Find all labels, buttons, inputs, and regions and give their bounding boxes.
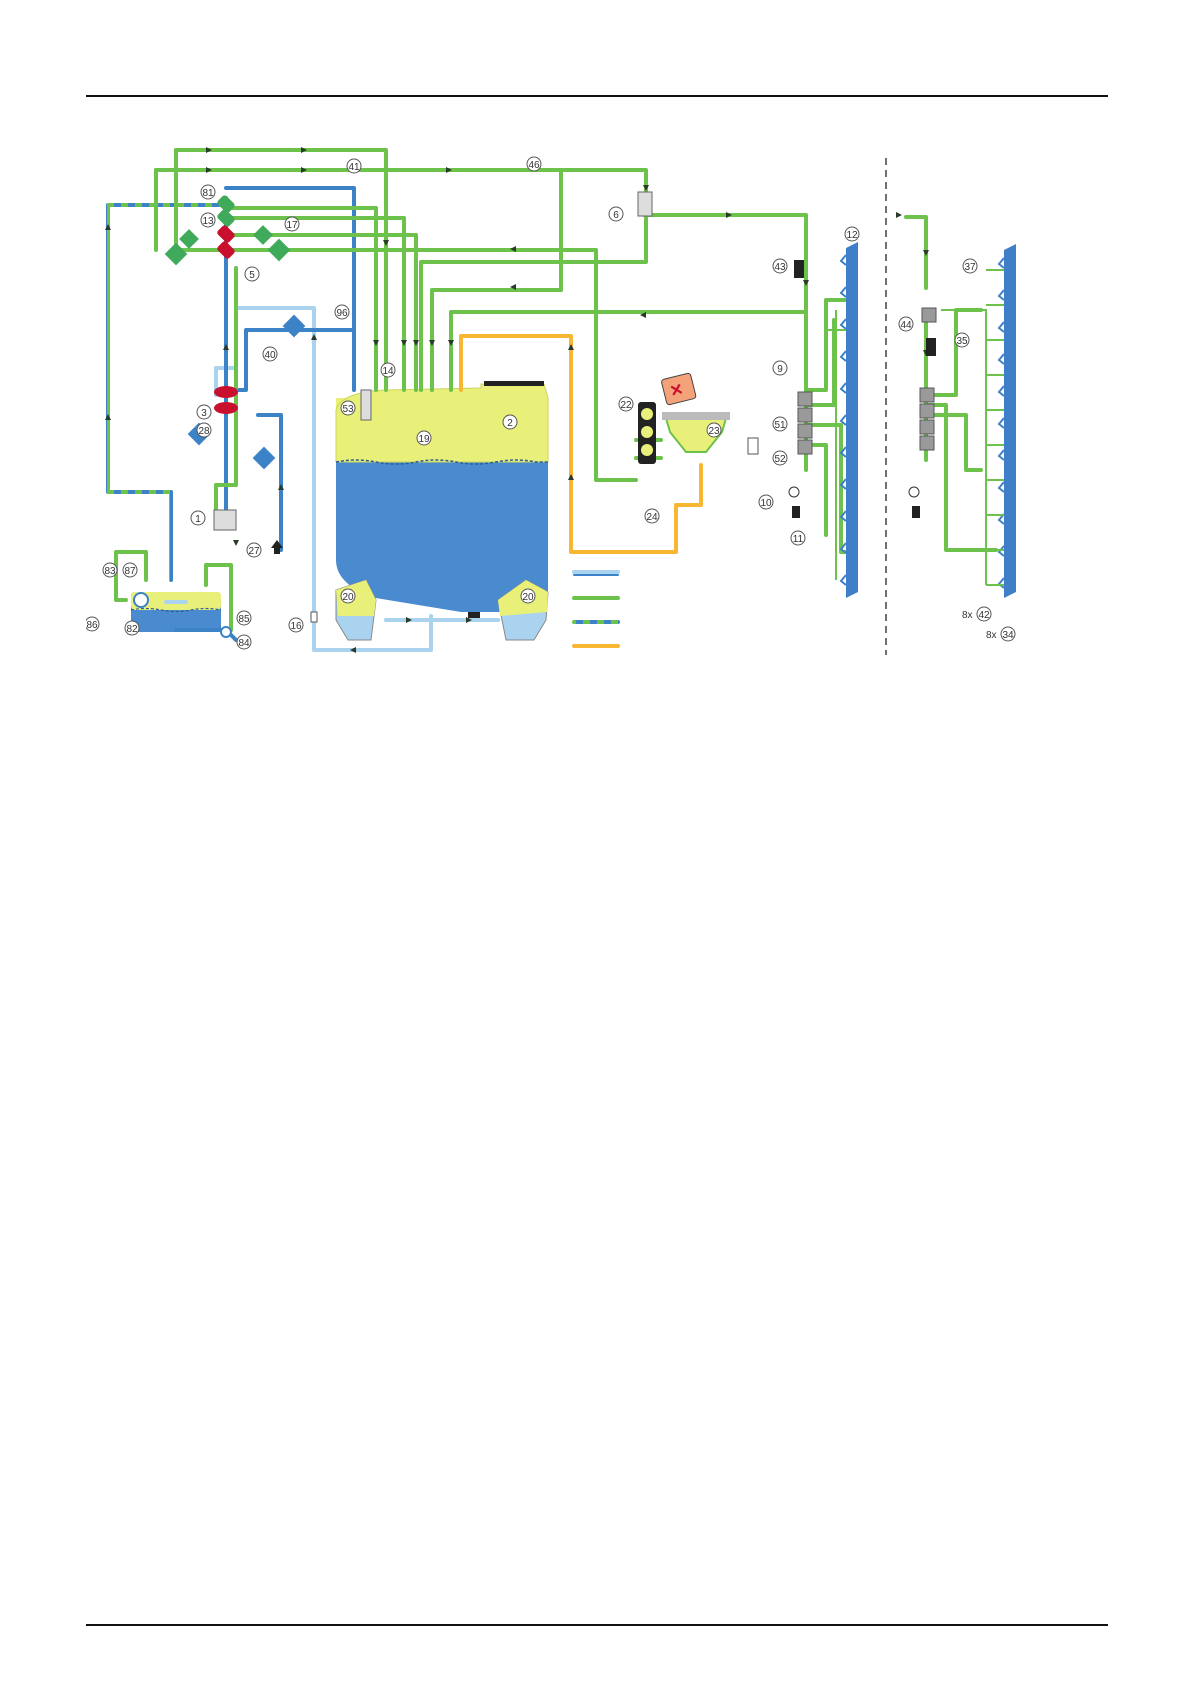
label-22: 22 [619,397,633,411]
label-83-text: 83 [104,566,116,577]
label-85-text: 85 [238,614,250,625]
label-34-text: 34 [1002,630,1014,641]
label-24: 24 [645,509,659,523]
label-2: 2 [503,415,517,429]
label-81-text: 81 [202,188,214,199]
label-19-text: 19 [418,434,430,445]
label-52-text: 52 [774,454,786,465]
circuit-svg: ✕ [86,140,1116,710]
label-85: 85 [237,611,251,625]
label-3-text: 3 [201,408,207,419]
label-83: 83 [103,563,117,577]
label-82: 82 [125,621,139,635]
label-8x-b: 8x [986,630,997,641]
label-12-text: 12 [846,230,858,241]
label-20-left: 20 [341,589,355,603]
label-41-text: 41 [348,162,360,173]
label-14-text: 14 [382,366,394,377]
label-12: 12 [845,227,859,241]
label-86-text: 86 [86,620,98,631]
label-20-left-text: 20 [342,592,354,603]
label-46: 46 [527,157,541,171]
label-52: 52 [773,451,787,465]
label-9-text: 9 [777,364,783,375]
label-51-text: 51 [774,420,786,431]
label-84-text: 84 [238,638,250,649]
label-41: 41 [347,159,361,173]
label-17: 17 [285,217,299,231]
header-rule [86,95,1108,97]
label-46-text: 46 [528,160,540,171]
sprayer-circuit-diagram: ✕ [86,140,1116,710]
label-8x-a: 8x [962,610,973,621]
label-10-text: 10 [760,498,772,509]
label-23: 23 [707,423,721,437]
label-87: 87 [123,563,137,577]
label-87-text: 87 [124,566,136,577]
label-28: 28 [197,423,211,437]
label-5: 5 [245,267,259,281]
label-81: 81 [201,185,215,199]
label-86: 86 [86,617,99,631]
label-13-text: 13 [202,216,214,227]
label-13: 13 [201,213,215,227]
label-40-text: 40 [264,350,276,361]
label-96: 96 [335,305,349,319]
label-44: 44 [899,317,913,331]
label-1-text: 1 [195,514,201,525]
label-2-text: 2 [507,418,513,429]
label-27-text: 27 [248,546,260,557]
label-43: 43 [773,259,787,273]
label-11-text: 11 [793,534,804,545]
label-1: 1 [191,511,205,525]
label-11: 11 [791,531,805,545]
label-42-text: 42 [978,610,990,621]
footer-rule [86,1624,1108,1626]
label-53: 53 [341,401,355,415]
label-9: 9 [773,361,787,375]
label-84: 84 [237,635,251,649]
label-10: 10 [759,495,773,509]
label-44-text: 44 [900,320,912,331]
label-20-right-text: 20 [522,592,534,603]
label-51: 51 [773,417,787,431]
label-53-text: 53 [342,404,354,415]
label-40: 40 [263,347,277,361]
label-82-text: 82 [126,624,138,635]
label-3: 3 [197,405,211,419]
label-43-text: 43 [774,262,786,273]
label-37: 37 [963,259,977,273]
label-6: 6 [609,207,623,221]
label-23-text: 23 [708,426,720,437]
label-20-right: 20 [521,589,535,603]
label-22-text: 22 [620,400,632,411]
label-14: 14 [381,363,395,377]
label-16-text: 16 [290,621,302,632]
label-96-text: 96 [336,308,348,319]
label-6-text: 6 [613,210,619,221]
label-16: 16 [289,618,303,632]
label-19: 19 [417,431,431,445]
label-28-text: 28 [198,426,210,437]
label-37-text: 37 [964,262,976,273]
label-35-text: 35 [956,336,968,347]
label-5-text: 5 [249,270,255,281]
label-17-text: 17 [286,220,298,231]
label-27: 27 [247,543,261,557]
label-24-text: 24 [646,512,658,523]
label-35: 35 [955,333,969,347]
